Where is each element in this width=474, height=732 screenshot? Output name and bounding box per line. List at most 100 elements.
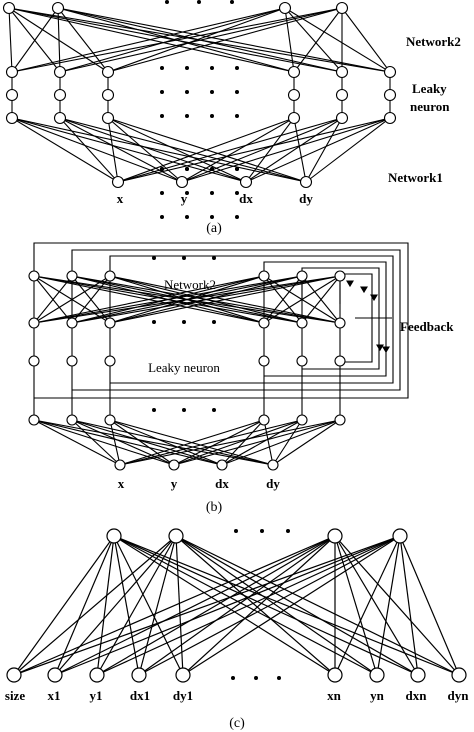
connection-line <box>33 419 223 466</box>
connection-line <box>59 117 119 183</box>
connection-line <box>33 275 265 324</box>
connection-line <box>245 117 391 183</box>
leaky-neuron-node <box>101 88 115 102</box>
ellipsis-dot <box>165 0 169 4</box>
feedback-arrowhead <box>346 280 354 288</box>
input-node <box>369 667 385 683</box>
connection-line <box>107 7 343 73</box>
connection-line <box>119 419 341 466</box>
panel-a-network2-label: Network2 <box>406 34 461 49</box>
input-node <box>89 667 105 683</box>
panel-c-input-x1: x1 <box>48 688 61 703</box>
network1-node <box>258 414 270 426</box>
network1-node <box>296 414 308 426</box>
connection-line <box>175 535 336 676</box>
panel-c-input-yn: yn <box>370 688 385 703</box>
connection-line <box>272 419 341 466</box>
connection-line <box>13 535 115 676</box>
connection-line <box>109 419 175 466</box>
panel-c-input-dxn: dxn <box>406 688 428 703</box>
input-node <box>451 667 467 683</box>
panel-c-input-dy1: dy1 <box>173 688 193 703</box>
connection-line <box>11 7 343 73</box>
network1-node <box>334 414 346 426</box>
input-node <box>239 175 253 189</box>
connection-line <box>117 117 391 183</box>
connection-line <box>138 535 336 676</box>
ellipsis-dot <box>210 191 214 195</box>
panel-a-input-y: y <box>181 191 188 206</box>
leaky-neuron-node <box>383 65 397 79</box>
connection-line <box>71 419 121 466</box>
connection-line <box>341 7 391 73</box>
leaky-neuron-node <box>383 111 397 125</box>
network2-node <box>296 317 308 329</box>
panel-c-input-xn: xn <box>327 688 342 703</box>
leaky-neuron-node <box>287 111 301 125</box>
input-node <box>168 459 180 471</box>
connection-line <box>96 535 401 676</box>
connection-line <box>181 117 343 183</box>
connection-line <box>33 419 121 466</box>
input-node <box>410 667 426 683</box>
ellipsis-dot <box>160 114 164 118</box>
panel-a-network1-label: Network1 <box>388 170 443 185</box>
leaky-neuron-node <box>53 88 67 102</box>
connection-line <box>113 535 419 676</box>
connection-line <box>54 535 177 676</box>
network1-node <box>28 414 40 426</box>
connection-line <box>107 117 119 183</box>
panel-c-input-y1: y1 <box>90 688 103 703</box>
network2-node <box>66 317 78 329</box>
leaky-neuron-node <box>101 65 115 79</box>
connection-line <box>59 7 286 73</box>
ellipsis-dot <box>182 256 186 260</box>
connection-line <box>113 535 336 676</box>
connection-line <box>113 535 460 676</box>
leaky-neuron-node <box>101 111 115 125</box>
ellipsis-dot <box>160 215 164 219</box>
connection-line <box>96 535 177 676</box>
ellipsis-dot-large <box>254 676 258 680</box>
network1-node <box>66 414 78 426</box>
connection-line <box>11 7 59 73</box>
panel-c-input-dyn: dyn <box>448 688 470 703</box>
network2-node <box>258 270 270 282</box>
connection-line <box>71 419 274 466</box>
ellipsis-dot <box>185 66 189 70</box>
leaky-neuron-node <box>5 111 19 125</box>
ellipsis-dot <box>182 320 186 324</box>
ellipsis-dot <box>210 90 214 94</box>
ellipsis-dot-large <box>234 529 238 533</box>
ellipsis-dot-large <box>277 676 281 680</box>
connection-line <box>11 117 119 183</box>
input-node <box>47 667 63 683</box>
panel-b-input-x: x <box>118 476 125 491</box>
input-node <box>131 667 147 683</box>
hidden-node <box>392 528 408 544</box>
connection-line <box>376 535 401 676</box>
output-node <box>278 1 292 15</box>
input-node <box>114 459 126 471</box>
connection-line <box>181 117 391 183</box>
panel-b-caption: (b) <box>206 500 223 515</box>
input-node <box>6 667 22 683</box>
connection-line <box>334 535 401 676</box>
panel-a-leaky-label: Leaky <box>412 81 447 96</box>
input-node <box>267 459 279 471</box>
ellipsis-dot <box>152 256 156 260</box>
network2-node <box>296 270 308 282</box>
connection-line <box>119 419 303 466</box>
leaky-neuron-node <box>53 111 67 125</box>
connection-line <box>13 535 401 676</box>
leaky-neuron-node <box>335 65 349 79</box>
panel-b-leaky-label: Leaky neuron <box>148 360 220 375</box>
feedback-loop <box>33 242 409 399</box>
connection-line <box>33 275 73 324</box>
connection-line <box>272 419 303 466</box>
connection-line <box>399 535 460 676</box>
ellipsis-dot-large <box>260 529 264 533</box>
connection-line <box>173 419 265 466</box>
feedback-loop <box>339 273 373 363</box>
panel-b-nodes <box>28 256 346 471</box>
